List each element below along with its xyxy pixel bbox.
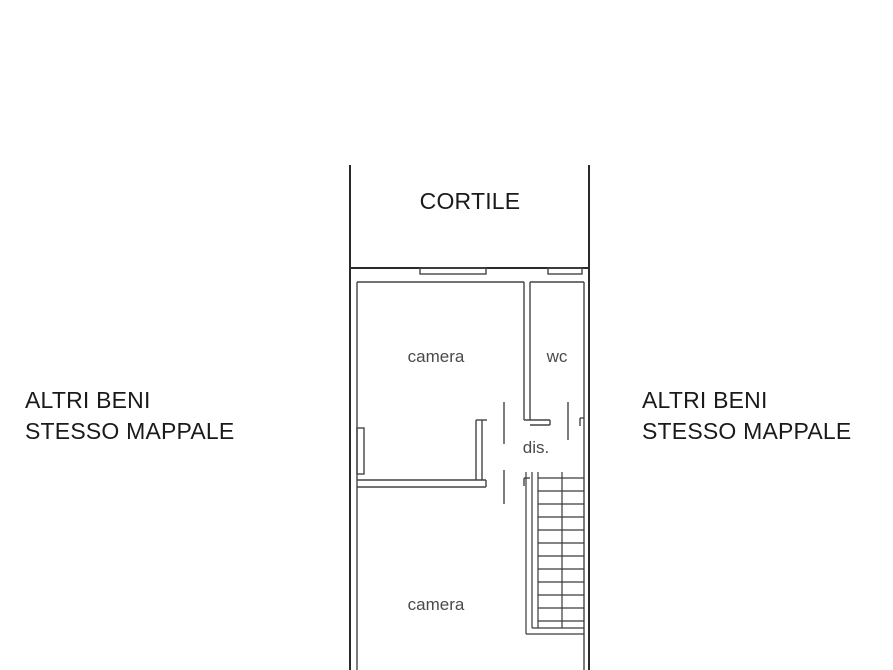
room-label-bedroom-upper: camera [408,347,465,366]
courtyard-boundary [349,165,590,270]
left-neighbors-label-line2: STESSO MAPPALE [25,418,234,444]
staircase [525,472,584,635]
stair-treads [538,477,584,622]
courtyard-label: CORTILE [420,188,521,214]
room-label-wc: wc [546,347,568,366]
room-label-bedroom-lower: camera [408,595,465,614]
right-neighbors-label-line1: ALTRI BENI [642,387,768,413]
room-label-hallway: dis. [523,438,549,457]
interior-walls [357,282,584,504]
left-neighbors-label-line1: ALTRI BENI [25,387,151,413]
outer-walls [349,267,590,670]
right-neighbors-label-line2: STESSO MAPPALE [642,418,851,444]
